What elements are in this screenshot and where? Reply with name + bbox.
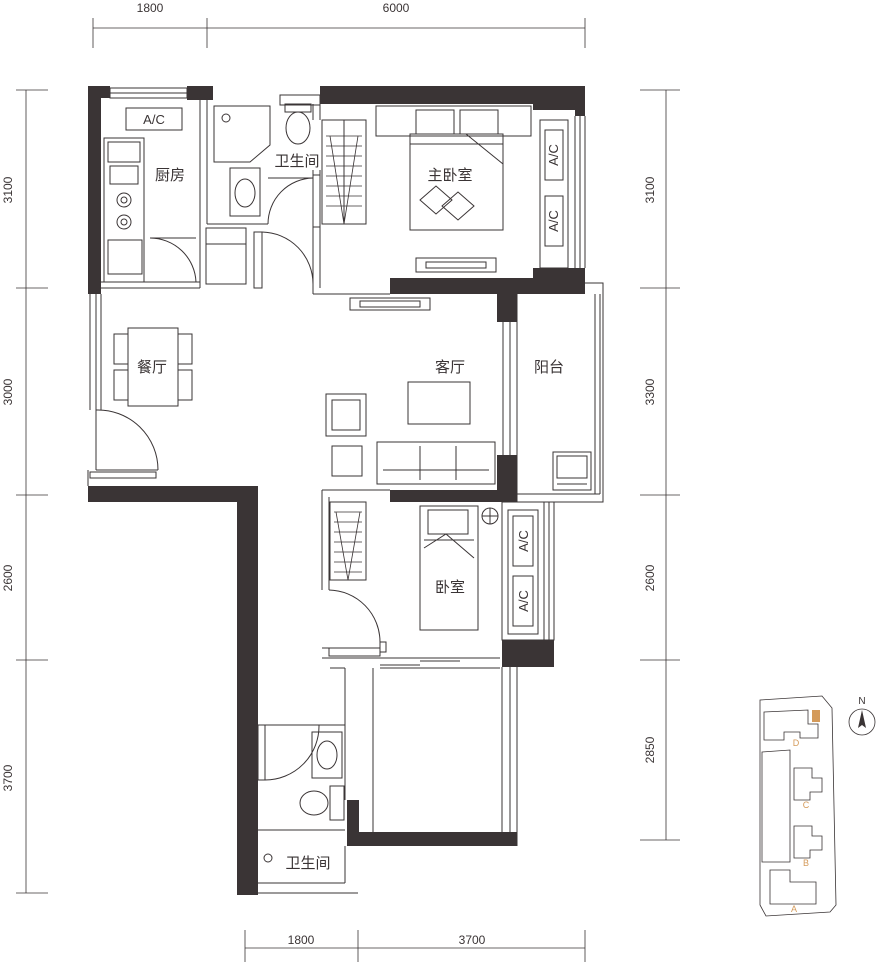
walls: [88, 86, 585, 895]
dimension-right: 3100 3300 2600 2850: [640, 89, 680, 841]
dim-left-2: 3000: [1, 378, 15, 405]
dimension-left: 3100 3000 2600 3700: [1, 89, 48, 894]
doors: [89, 174, 460, 781]
room-label-living: 客厅: [435, 358, 465, 376]
room-label-bath-bottom: 卫生间: [285, 854, 330, 872]
ac-label-kitchen: A/C: [143, 112, 165, 127]
room-label-master-bedroom: 主卧室: [427, 166, 472, 184]
bath-top-fixtures: [205, 103, 312, 285]
room-label-dining: 餐厅: [137, 358, 167, 376]
kitchen-ac-unit: A/C: [125, 107, 183, 131]
ac-label-master-1: A/C: [546, 144, 561, 166]
dim-right-3: 2600: [643, 564, 657, 591]
room-label-balcony: 阳台: [534, 358, 564, 376]
dim-bottom-2: 3700: [459, 933, 486, 947]
key-plan-building-b: B: [803, 858, 809, 868]
dim-right-1: 3100: [643, 176, 657, 203]
room-label-bedroom: 卧室: [435, 578, 465, 596]
north-arrow-icon: [848, 708, 876, 736]
key-plan-building-a: A: [791, 904, 797, 914]
dim-left-4: 3700: [1, 764, 15, 791]
balcony-washer: [552, 451, 592, 491]
ac-label-bedroom-1: A/C: [516, 530, 531, 552]
living-room-furniture: [325, 297, 496, 485]
ac-label-bedroom-2: A/C: [516, 590, 531, 612]
bath-bottom-fixtures: [263, 731, 345, 863]
dim-right-4: 2850: [643, 736, 657, 763]
dimension-bottom: 1800 3700: [244, 930, 586, 962]
north-label: N: [858, 696, 865, 707]
dim-right-2: 3300: [643, 378, 657, 405]
key-plan-highlight: [812, 710, 820, 722]
key-plan-building-d: D: [793, 738, 800, 748]
dim-top-1: 1800: [137, 1, 164, 15]
room-label-kitchen: 厨房: [155, 166, 185, 184]
master-bedroom-furniture: A/C A/C: [321, 105, 569, 273]
dim-bottom-1: 1800: [288, 933, 315, 947]
kitchen-fixtures: [103, 137, 145, 283]
key-plan: D C B A N: [759, 695, 876, 917]
ac-label-master-2: A/C: [546, 210, 561, 232]
room-label-bath-top: 卫生间: [274, 152, 319, 170]
bedroom-furniture: A/C A/C: [329, 501, 539, 635]
dining-table: [113, 327, 193, 407]
key-plan-building-c: C: [803, 800, 810, 810]
dim-left-1: 3100: [1, 176, 15, 203]
dim-top-2: 6000: [383, 1, 410, 15]
dim-left-3: 2600: [1, 564, 15, 591]
dimension-top: 1800 6000: [92, 1, 586, 48]
